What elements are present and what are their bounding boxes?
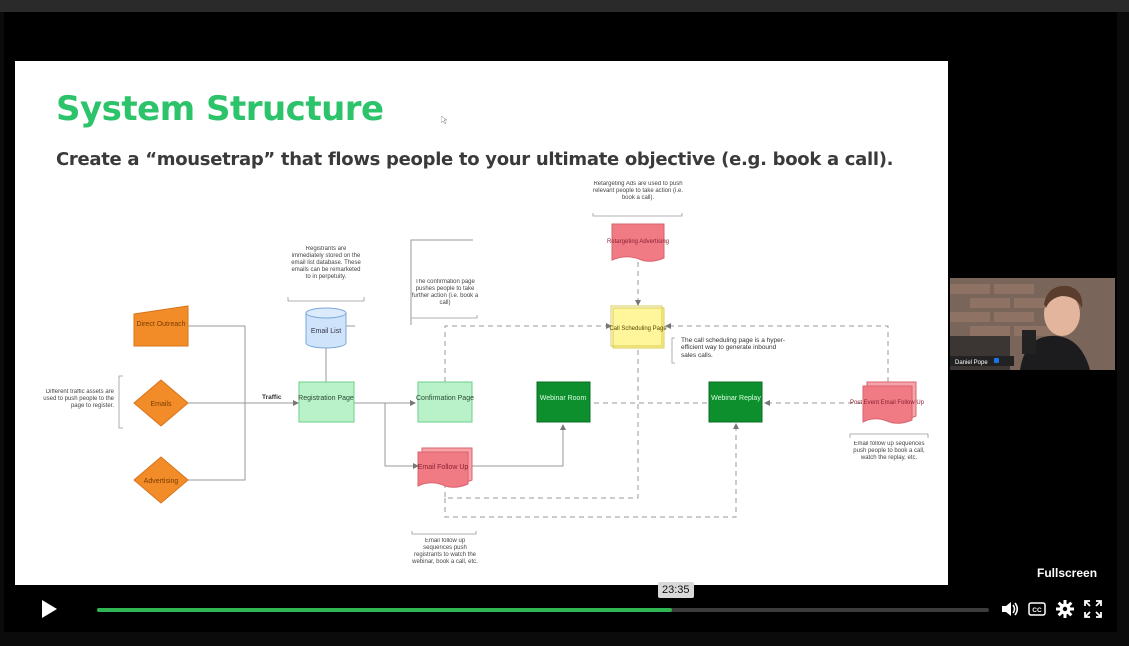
svg-text:Post Event Email Follow Up: Post Event Email Follow Up xyxy=(850,400,925,406)
note-registrants: Registrants are immediately stored on th… xyxy=(289,246,363,294)
svg-text:Confirmation Page: Confirmation Page xyxy=(416,395,474,402)
node-webinar-replay: Webinar Replay xyxy=(709,382,762,422)
note-brackets xyxy=(119,213,928,534)
fullscreen-icon[interactable] xyxy=(1083,599,1103,619)
svg-text:Retargeting Advertising: Retargeting Advertising xyxy=(607,239,669,245)
traffic-label: Traffic xyxy=(262,394,282,401)
node-post-event-email: Post Event Email Follow Up xyxy=(850,382,925,423)
webcam-name: Daniel Pope xyxy=(955,360,988,366)
svg-text:Webinar Replay: Webinar Replay xyxy=(711,395,761,402)
dashed-connectors xyxy=(445,262,888,517)
node-advertising: Advertising xyxy=(134,457,188,503)
mouse-cursor-icon xyxy=(441,116,447,124)
progress-bar[interactable] xyxy=(97,608,989,612)
volume-icon[interactable] xyxy=(1000,599,1020,619)
settings-gear-icon[interactable] xyxy=(1055,599,1075,619)
system-structure-diagram: Direct Outreach Emails Advertising Email… xyxy=(0,0,948,585)
svg-text:Call Scheduling Page: Call Scheduling Page xyxy=(609,326,667,332)
svg-text:Direct Outreach: Direct Outreach xyxy=(136,321,185,328)
note-email-follow-up: Email follow up sequences push registran… xyxy=(411,538,479,580)
node-email-list: Email List xyxy=(306,308,346,348)
node-retargeting-ads: Retargeting Advertising xyxy=(607,224,669,261)
svg-text:Emails: Emails xyxy=(150,401,172,408)
svg-text:Webinar Room: Webinar Room xyxy=(540,395,587,402)
svg-text:Registration Page: Registration Page xyxy=(298,395,354,402)
solid-connectors xyxy=(188,240,563,480)
node-registration-page: Registration Page xyxy=(298,382,354,422)
node-confirmation-page: Confirmation Page xyxy=(416,382,474,422)
note-call-scheduling: The call scheduling page is a hyper-effi… xyxy=(681,337,791,367)
note-confirmation: The confirmation page pushes people to t… xyxy=(410,279,480,313)
play-icon[interactable] xyxy=(38,598,60,620)
svg-text:Advertising: Advertising xyxy=(144,478,179,485)
note-post-event: Email follow up sequences push people to… xyxy=(849,441,929,477)
note-traffic-assets: Different traffic assets are used to pus… xyxy=(32,389,114,419)
webcam-overlay: Daniel Pope xyxy=(950,278,1115,370)
node-direct-outreach: Direct Outreach xyxy=(134,306,188,346)
svg-text:Email List: Email List xyxy=(311,328,341,335)
captions-icon[interactable]: CC xyxy=(1027,599,1047,619)
progress-fill xyxy=(97,608,672,612)
node-emails: Emails xyxy=(134,380,188,426)
svg-text:Email Follow Up: Email Follow Up xyxy=(418,464,469,471)
webcam-feed: Daniel Pope xyxy=(950,278,1115,370)
node-call-scheduling: Call Scheduling Page xyxy=(609,306,667,348)
fullscreen-tooltip: Fullscreen xyxy=(1037,566,1097,580)
node-email-follow-up: Email Follow Up xyxy=(418,448,472,487)
svg-text:CC: CC xyxy=(1032,607,1042,614)
note-retargeting: Retargeting Ads are used to push relevan… xyxy=(592,181,684,211)
node-webinar-room: Webinar Room xyxy=(537,382,590,422)
